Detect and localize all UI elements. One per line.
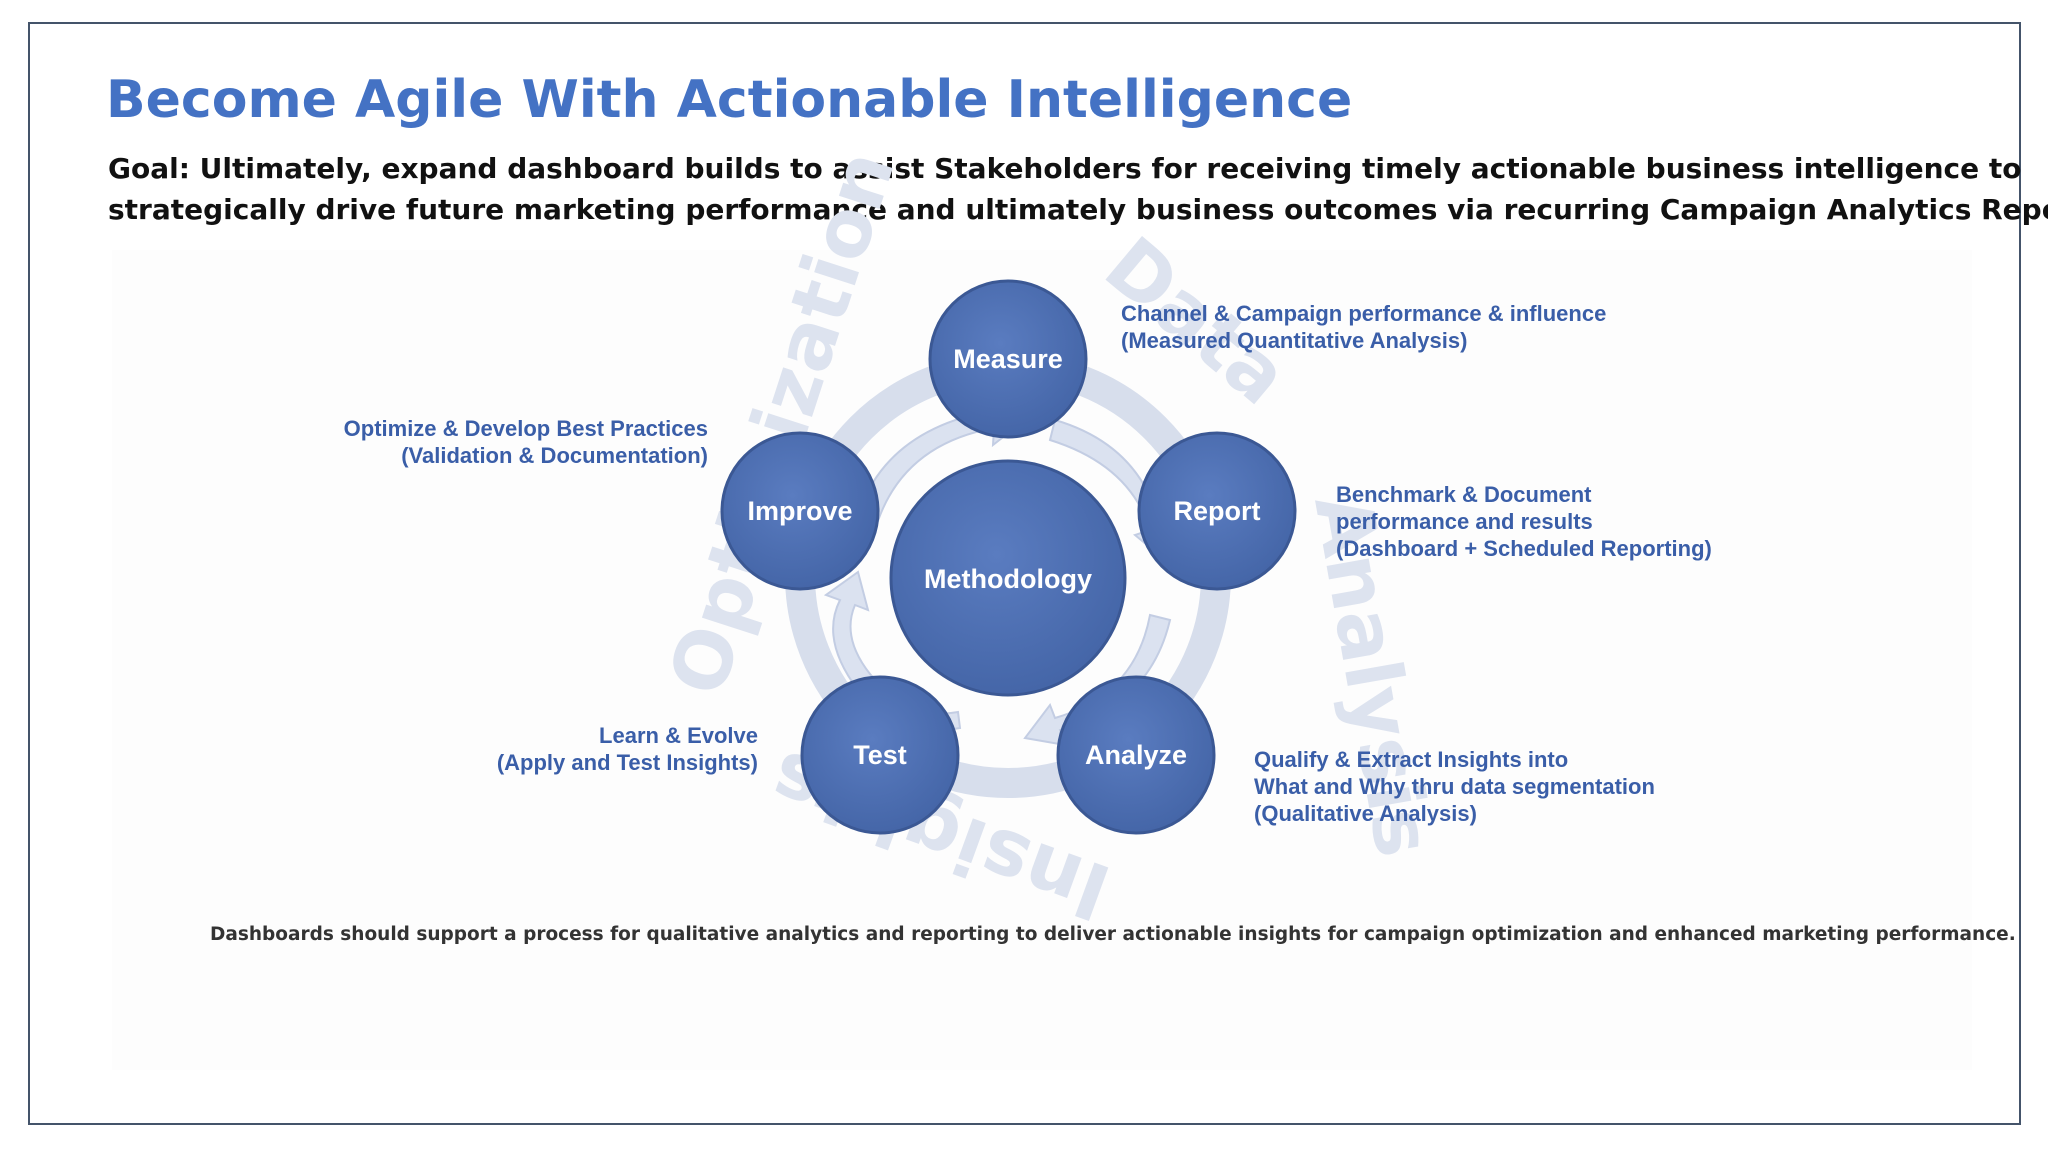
note-improve-line-1: Optimize & Develop Best Practices [343,416,708,441]
node-label-report: Report [1174,496,1261,526]
note-analyze-line-2: What and Why thru data segmentation [1254,774,1655,799]
node-label-methodology: Methodology [924,564,1092,594]
note-analyze-line-3: (Qualitative Analysis) [1254,801,1477,826]
note-test-line-1: Learn & Evolve [599,723,758,748]
node-label-improve: Improve [747,496,852,526]
node-test: Test [800,675,960,835]
goal-line-1: Goal: Ultimately, expand dashboard build… [108,152,2022,185]
note-improve-line-2: (Validation & Documentation) [401,443,708,468]
note-analyze: Qualify & Extract Insights into What and… [1254,746,1655,827]
node-label-test: Test [853,740,907,770]
footer-caption: Dashboards should support a process for … [210,924,2016,945]
page-title: Become Agile With Actionable Intelligenc… [106,70,1353,130]
note-improve: Optimize & Develop Best Practices (Valid… [344,415,708,469]
note-report: Benchmark & Document performance and res… [1336,481,1712,562]
node-label-measure: Measure [953,344,1063,374]
arrow-test-to-improve [823,570,877,692]
note-measure: Channel & Campaign performance & influen… [1121,300,1606,354]
node-label-analyze: Analyze [1085,740,1187,770]
node-analyze: Analyze [1056,675,1216,835]
note-report-line-1: Benchmark & Document [1336,482,1592,507]
note-test-line-2: (Apply and Test Insights) [496,750,758,775]
note-measure-line-1: Channel & Campaign performance & influen… [1121,301,1607,326]
note-report-line-3: (Dashboard + Scheduled Reporting) [1336,536,1712,561]
node-report: Report [1137,431,1297,591]
node-methodology: Methodology [889,459,1127,697]
note-measure-line-2: (Measured Quantitative Analysis) [1121,328,1468,353]
goal-line-2: strategically drive future marketing per… [108,193,2048,226]
note-report-line-2: performance and results [1336,509,1593,534]
node-measure: Measure [928,279,1088,439]
node-improve: Improve [720,431,880,591]
note-analyze-line-1: Qualify & Extract Insights into [1254,747,1569,772]
note-test: Learn & Evolve (Apply and Test Insights) [497,722,758,776]
goal-statement: Goal: Ultimately, expand dashboard build… [108,148,2048,230]
